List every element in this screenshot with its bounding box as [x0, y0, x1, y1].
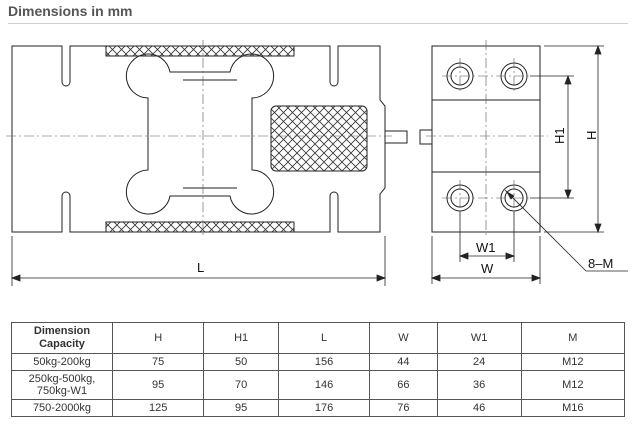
dimension-L — [10, 236, 387, 286]
label-H1: H1 — [552, 127, 567, 144]
strain-gauge-cover — [270, 105, 368, 172]
label-H: H — [584, 131, 599, 140]
dimension-table: Dimension Capacity H H1 L W W1 M 50kg-20… — [11, 322, 626, 417]
dimension-H — [544, 44, 604, 234]
cell-capacity: 250kg-500kg, 750kg-W1 — [11, 370, 113, 400]
front-centerlines — [6, 40, 392, 238]
cell-M: M12 — [520, 353, 626, 371]
cell-capacity: 50kg-200kg — [11, 353, 113, 371]
thread-leader — [504, 189, 628, 272]
cell-W: 44 — [369, 353, 438, 371]
dimension-H1 — [530, 74, 574, 200]
cell-M: M16 — [520, 399, 626, 417]
mounting-pin — [384, 130, 408, 144]
page-heading: Dimensions in mm — [8, 3, 133, 19]
header-W1: W1 — [436, 322, 522, 354]
label-L: L — [197, 260, 204, 275]
cell-W1: 24 — [436, 353, 522, 371]
label-W1: W1 — [476, 240, 496, 255]
cell-H1: 95 — [203, 399, 279, 417]
cell-W: 76 — [369, 399, 438, 417]
header-W: W — [369, 322, 438, 354]
cell-L: 156 — [277, 353, 371, 371]
label-W: W — [481, 261, 494, 276]
side-view — [419, 45, 541, 233]
cell-H: 125 — [111, 399, 205, 417]
cell-W1: 46 — [436, 399, 522, 417]
heading-divider — [8, 23, 628, 24]
technical-drawing: L H H1 — [6, 40, 628, 286]
hatch-strip-top — [105, 45, 295, 57]
table-row: 750-2000kg 125 95 176 76 46 M16 — [11, 399, 626, 417]
cell-capacity: 750-2000kg — [11, 399, 113, 417]
header-M: M — [520, 322, 626, 354]
cell-W: 66 — [369, 370, 438, 400]
header-H1: H1 — [203, 322, 279, 354]
side-stub — [419, 129, 433, 145]
cell-L: 176 — [277, 399, 371, 417]
header-L: L — [277, 322, 371, 354]
cell-H: 95 — [111, 370, 205, 400]
cell-H1: 50 — [203, 353, 279, 371]
table-row: 250kg-500kg, 750kg-W1 95 70 146 66 36 M1… — [11, 370, 626, 400]
header-H: H — [111, 322, 205, 354]
body-outline — [11, 45, 386, 233]
table-header-row: Dimension Capacity H H1 L W W1 M — [11, 322, 626, 354]
cell-H: 75 — [111, 353, 205, 371]
cell-H1: 70 — [203, 370, 279, 400]
cell-L: 146 — [277, 370, 371, 400]
hatch-strip-bottom — [105, 221, 295, 233]
cell-W1: 36 — [436, 370, 522, 400]
cell-M: M12 — [520, 370, 626, 400]
table-row: 50kg-200kg 75 50 156 44 24 M12 — [11, 353, 626, 371]
front-view — [11, 45, 408, 233]
dimension-W1 — [458, 212, 516, 262]
center-slot — [125, 53, 275, 215]
side-centerlines — [426, 40, 548, 238]
header-dimension-capacity: Dimension Capacity — [11, 322, 113, 354]
dimension-W — [430, 236, 542, 284]
label-M: 8–M — [588, 256, 613, 271]
